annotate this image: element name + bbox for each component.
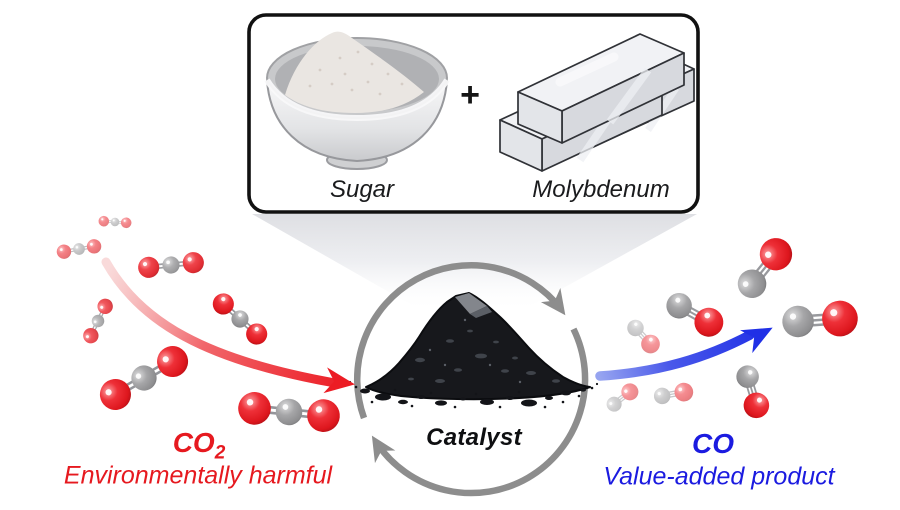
co2-molecule-icon <box>79 295 117 347</box>
co-arrow <box>595 327 773 381</box>
co-molecule-icon <box>651 380 696 408</box>
co2-molecule-icon <box>55 237 103 261</box>
sugar-bowl-icon <box>264 31 450 170</box>
co2-formula-main: CO <box>172 427 215 458</box>
co-molecule-icon <box>602 379 643 417</box>
co-formula: CO <box>692 428 734 459</box>
ingot-bar-top <box>517 33 685 144</box>
sugar-label: Sugar <box>329 176 395 203</box>
cycle-arrowhead-icon <box>540 287 566 316</box>
pile-top-facet <box>455 293 487 314</box>
co-molecule-icon <box>659 285 730 343</box>
co2-molecules <box>55 215 343 435</box>
co2-arrowhead-icon <box>323 367 355 394</box>
cycle-arrowhead-icon <box>371 435 396 464</box>
co-molecule-icon <box>731 361 774 423</box>
co2-formula-subscript: 2 <box>214 442 226 464</box>
co2-molecule-icon <box>97 215 133 229</box>
co2-arrow <box>101 257 355 394</box>
co2-molecule-icon <box>235 389 343 435</box>
co-molecules <box>602 230 861 423</box>
co-arrowhead-icon <box>740 327 773 354</box>
co-molecule-icon <box>729 230 800 307</box>
co2-molecule-icon <box>136 250 206 280</box>
reactant-tagline: Environmentally harmful <box>63 461 333 490</box>
plus-sign: + <box>460 76 480 114</box>
molybdenum-label: Molybdenum <box>532 176 670 203</box>
catalyst-cycle-ring <box>354 261 589 497</box>
sugar-pile <box>285 31 424 114</box>
product-tagline: Value-added product <box>603 462 835 491</box>
co-molecule-icon <box>622 314 665 358</box>
co-molecule-icon <box>779 298 861 342</box>
molybdenum-ingots-icon <box>499 33 695 172</box>
co2-molecule-icon <box>207 288 273 350</box>
catalyst-label: Catalyst <box>426 424 522 451</box>
co2-formula: CO2 <box>172 427 226 463</box>
co2-molecule-icon <box>92 339 196 417</box>
